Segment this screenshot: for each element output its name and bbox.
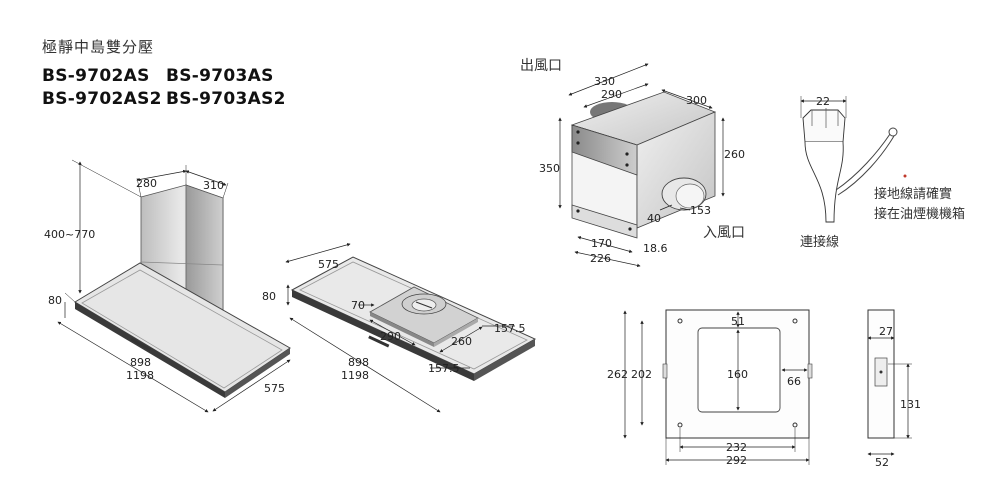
dim-51: 51: [731, 315, 745, 328]
dim-290-top: 290: [380, 330, 401, 343]
mounting-plate-side: [867, 309, 912, 456]
dim-262: 262: [607, 368, 628, 381]
model-bs9703as2: BS-9703AS2: [166, 89, 286, 109]
dim-898-left: 898: [130, 356, 151, 369]
dim-290-box: 290: [601, 88, 622, 101]
motor-box-view: [558, 63, 725, 268]
page-title: 極靜中島雙分壓: [42, 38, 155, 56]
dim-40: 40: [647, 212, 661, 225]
dim-18-6: 18.6: [643, 242, 668, 255]
dim-575-left: 575: [264, 382, 285, 395]
label-connector: 連接線: [800, 235, 840, 250]
dim-898-right: 898: [348, 356, 369, 369]
label-outlet: 出風口: [520, 58, 562, 74]
label-ground-note-1: 接地線請確實: [874, 187, 953, 202]
model-bs9703as: BS-9703AS: [166, 66, 274, 86]
model-bs9702as: BS-9702AS: [42, 66, 150, 86]
dim-153: 153: [690, 204, 711, 217]
dim-27: 27: [879, 325, 893, 338]
dim-66: 66: [787, 375, 801, 388]
hood-perspective-view: [57, 159, 291, 413]
dim-575-right: 575: [318, 258, 339, 271]
dim-280: 280: [136, 177, 157, 190]
dim-157-5-a: 157.5: [494, 322, 526, 335]
dim-70: 70: [351, 299, 365, 312]
dim-22: 22: [816, 95, 830, 108]
dim-80-left: 80: [48, 294, 62, 307]
model-bs9702as2: BS-9702AS2: [42, 89, 162, 109]
dim-330: 330: [594, 75, 615, 88]
dim-232: 232: [726, 441, 747, 454]
label-inlet: 入風口: [703, 225, 745, 241]
dim-400-770: 400~770: [44, 228, 95, 241]
connector-cable: [800, 96, 907, 223]
dim-226: 226: [590, 252, 611, 265]
dim-131: 131: [900, 398, 921, 411]
mounting-plate-front: [623, 309, 813, 465]
hood-top-view: [285, 243, 537, 413]
dim-170: 170: [591, 237, 612, 250]
dim-300: 300: [686, 94, 707, 107]
dim-1198-left: 1198: [126, 369, 154, 382]
dim-350: 350: [539, 162, 560, 175]
label-ground-note-2: 接在油煙機機箱: [874, 207, 966, 222]
dim-292: 292: [726, 454, 747, 467]
dim-160: 160: [727, 368, 748, 381]
dim-157-5-b: 157.5: [428, 362, 460, 375]
dim-260-box: 260: [724, 148, 745, 161]
dim-80-right: 80: [262, 290, 276, 303]
dim-202: 202: [631, 368, 652, 381]
dim-260-top: 260: [451, 335, 472, 348]
dim-52: 52: [875, 456, 889, 469]
dim-310: 310: [203, 179, 224, 192]
dim-1198-right: 1198: [341, 369, 369, 382]
